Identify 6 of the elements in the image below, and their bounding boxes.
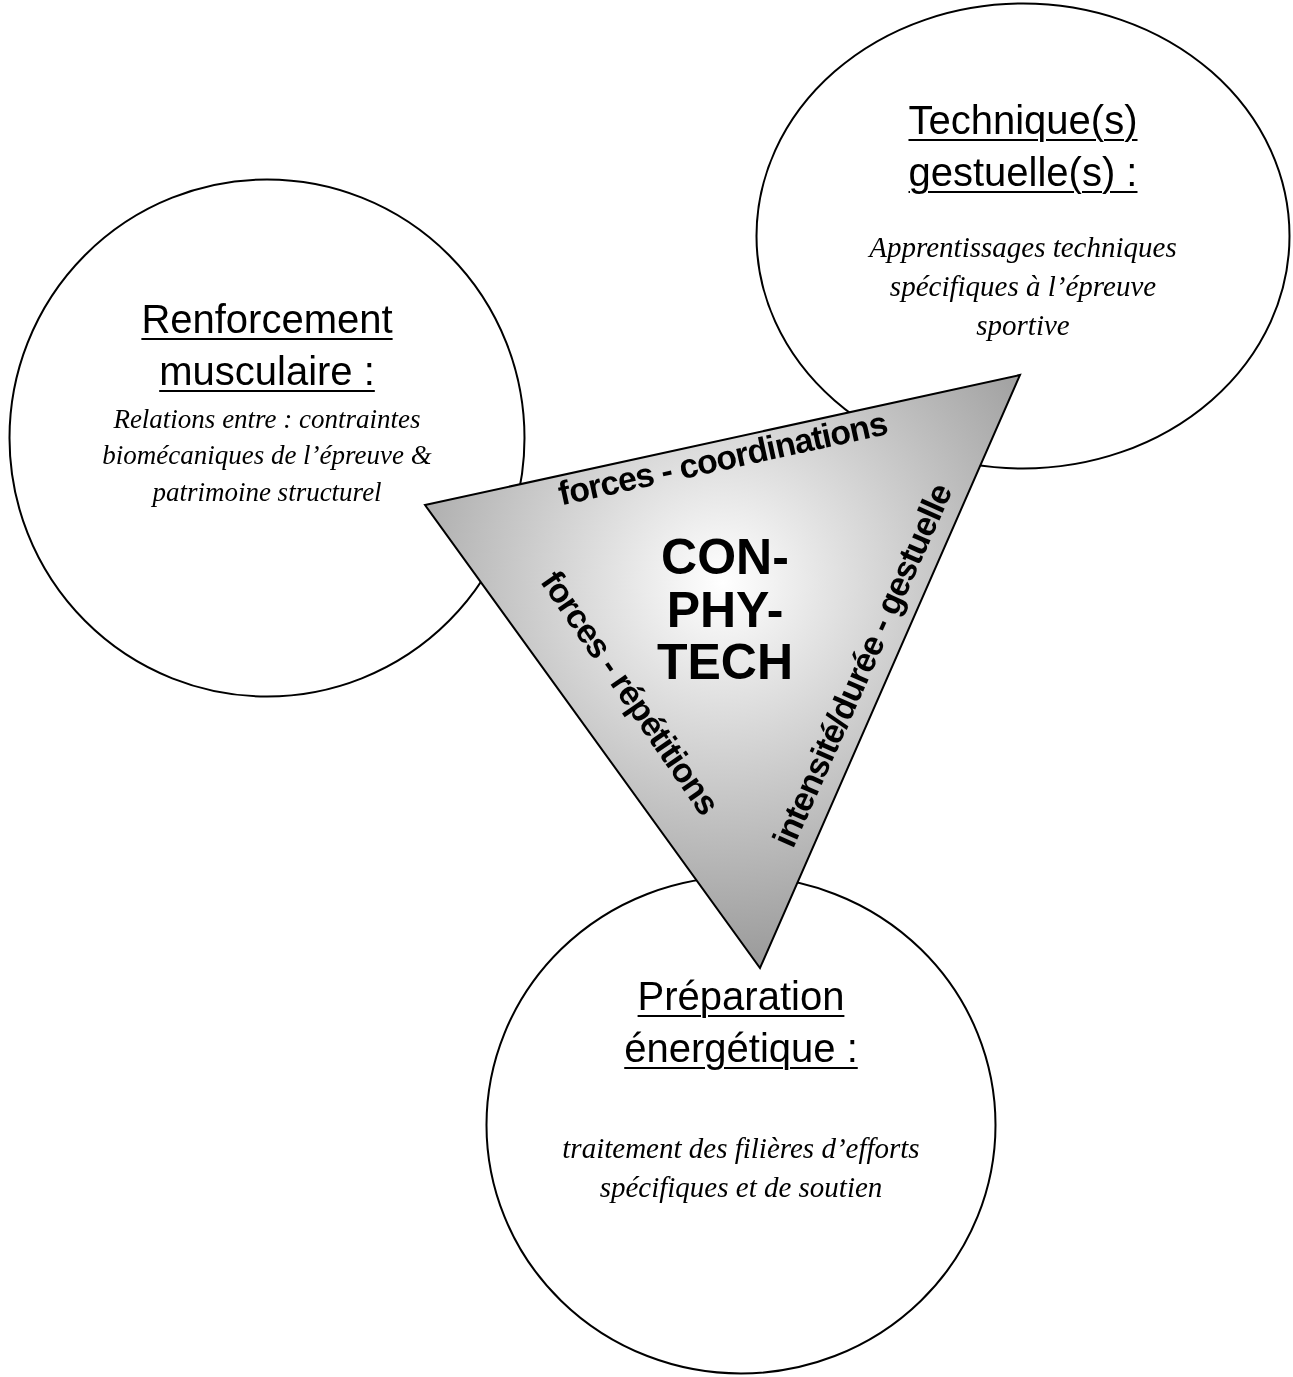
circle-heading: Technique(s) gestuelle(s) : (907, 97, 1139, 196)
circle-description: Relations entre : contraintes biomécaniques de l’épreuve & patrimoine structurel (102, 403, 432, 509)
circle-heading: Renforcement musculaire : (140, 296, 394, 395)
circle-description: Apprentissages techniques spécifiques à l’épreuve sportive (866, 230, 1178, 344)
circle-heading: Préparation énergétique : (623, 973, 859, 1072)
circle-description: traitement des filières d’efforts spécifiques et de soutien (561, 1131, 921, 1206)
